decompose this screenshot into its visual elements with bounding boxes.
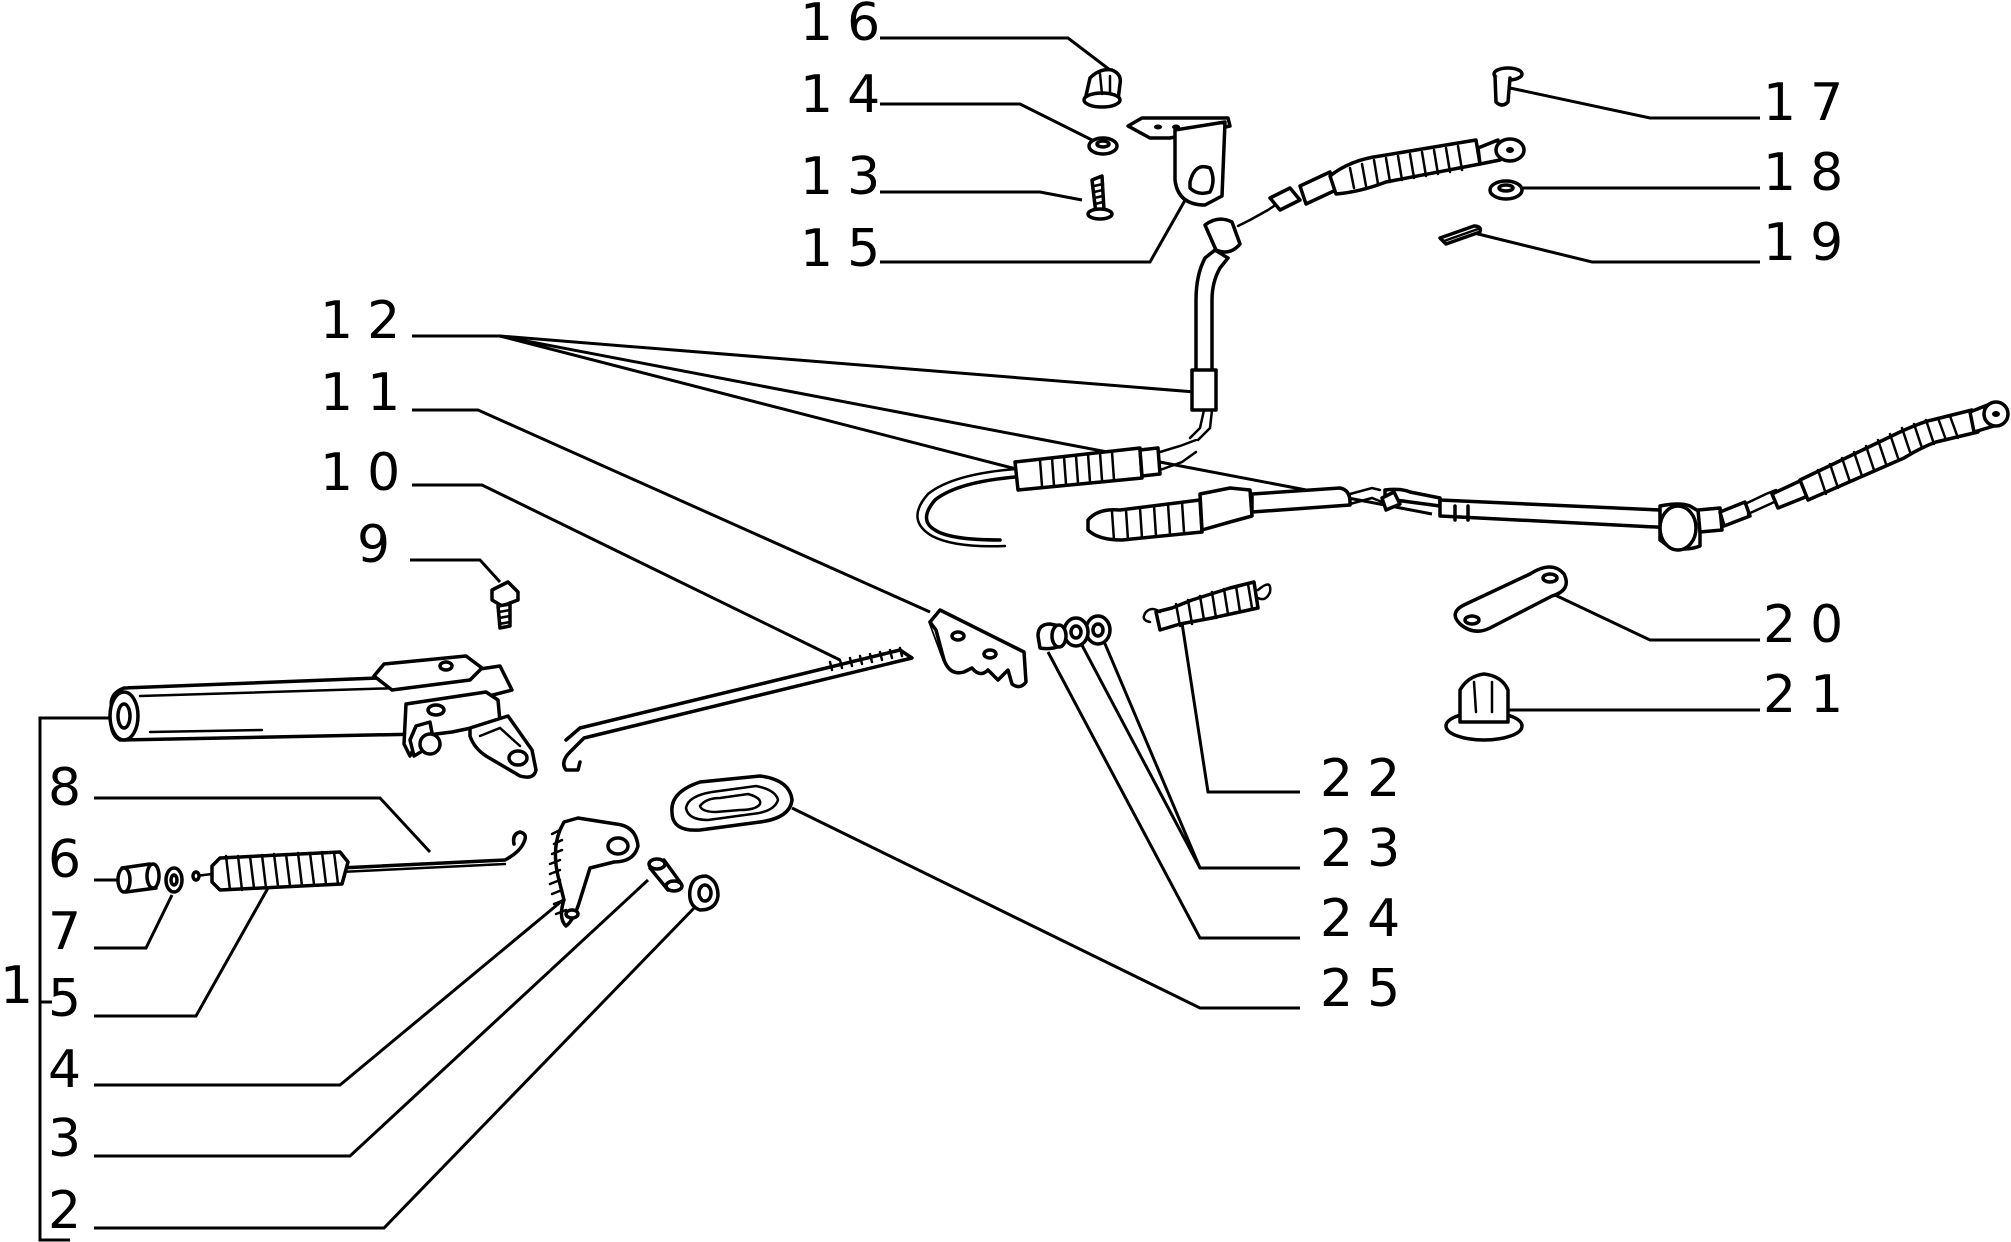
leader-4 [94,898,564,1087]
leader-lines [38,36,1760,1242]
label-3: 3 [48,1109,95,1169]
rubber-boot-25 [670,774,794,832]
circlip-2 [687,874,720,912]
leader-3 [94,878,650,1158]
label-11: 11 [320,363,414,423]
bracket-1 [38,716,112,1242]
label-8: 8 [48,758,95,818]
label-14: 14 [800,65,894,125]
label-15: 15 [800,219,894,279]
washers-23 [1062,614,1112,648]
label-23: 23 [1320,819,1414,879]
label-21: 21 [1763,665,1857,725]
leader-17 [1509,86,1760,120]
label-18: 18 [1763,143,1857,203]
label-1: 1 [0,956,47,1016]
label-24: 24 [1320,889,1414,949]
washer-18 [1488,179,1524,201]
leader-20 [1554,593,1760,642]
grommet-21 [1444,672,1524,742]
bolt-9 [490,580,520,630]
leader-23a [1098,631,1300,870]
label-25: 25 [1320,959,1414,1019]
leader-11 [412,408,931,614]
leader-15 [880,194,1190,264]
spring-right [1798,408,1980,502]
clevis-pin-17 [1492,66,1524,107]
leader-16 [880,36,1111,72]
split-pin-19 [1438,224,1483,246]
leader-23b [1073,631,1202,869]
pin-3 [647,857,684,893]
leader-9 [410,558,502,584]
release-button-6 [116,862,161,894]
cap-nut-16 [1082,67,1123,109]
cable-right [1380,400,2010,552]
bushing-24 [1036,622,1068,651]
label-7: 7 [48,902,95,962]
leader-14 [880,102,1093,142]
leader-12c [499,334,1433,516]
label-2: 2 [48,1181,95,1241]
handbrake-lever [108,654,538,779]
part-labels: 16 14 13 15 12 11 10 9 17 18 19 20 21 22… [0,0,1857,1241]
label-4: 4 [48,1040,95,1100]
leader-8 [94,796,432,854]
bracket-15 [1126,116,1232,207]
label-12: 12 [320,291,414,351]
leader-22 [1178,609,1300,794]
label-5: 5 [48,969,95,1029]
washer-7 [164,866,184,894]
parts [108,66,2010,928]
leader-10 [412,483,841,662]
leader-7 [94,894,174,950]
spring-upper [1328,138,1482,196]
leader-12b [499,334,1021,472]
label-17: 17 [1763,73,1857,133]
lever-plate-20 [1453,565,1568,633]
leader-25 [791,806,1300,1010]
washer-14 [1087,136,1119,156]
label-22: 22 [1320,749,1414,809]
leader-19 [1469,230,1760,264]
bolt-13 [1086,174,1114,221]
spring-5 [191,850,350,892]
cable-loop [916,438,1384,548]
label-13: 13 [800,147,894,207]
label-19: 19 [1763,213,1857,273]
label-9: 9 [357,515,404,575]
threaded-rod-10 [562,646,914,772]
leader-13 [880,190,1083,202]
leader-24 [1046,651,1300,940]
label-10: 10 [320,443,414,503]
label-20: 20 [1763,595,1857,655]
equalizer-plate-11 [928,608,1028,689]
label-6: 6 [48,830,95,890]
pawl-rod-8 [338,830,528,874]
ratchet-sector-4 [548,816,640,928]
cable-upper [1188,137,1526,442]
label-16: 16 [800,0,894,53]
leader-2 [94,902,700,1230]
spring-22 [1142,580,1272,632]
leader-5 [94,887,270,1018]
